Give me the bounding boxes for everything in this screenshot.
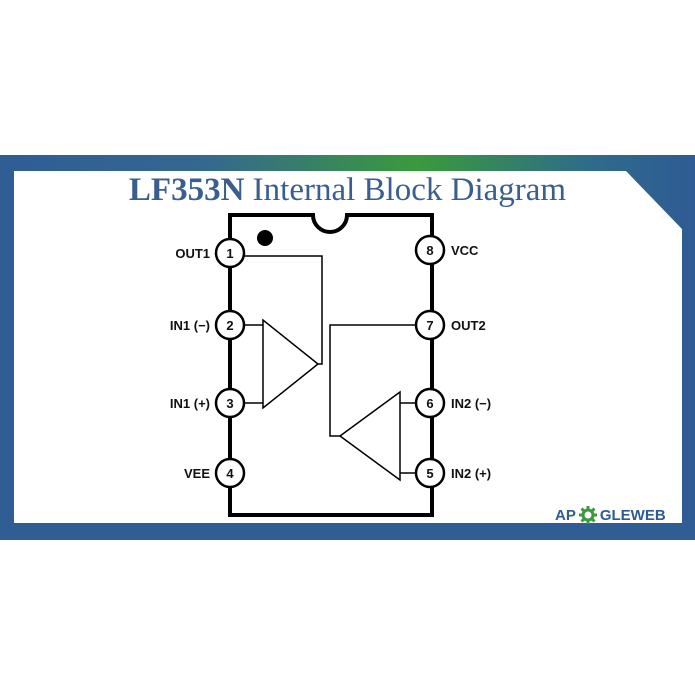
pin-8-circle — [414, 234, 446, 266]
opamp1 — [262, 318, 320, 410]
pin-5-circle — [414, 457, 446, 489]
pin-8-number: 8 — [426, 243, 433, 258]
opamp2-wires — [329, 324, 416, 474]
pin-4-label: VEE — [184, 466, 210, 481]
pin1-dot — [257, 230, 273, 246]
pin-3-circle — [214, 387, 246, 419]
pin-7-circle — [414, 309, 446, 341]
chip-body — [228, 213, 434, 517]
pin-1-label: OUT1 — [175, 246, 210, 261]
opamp1-wires — [244, 255, 323, 404]
pin-1-circle — [214, 237, 246, 269]
pin-4-number: 4 — [226, 466, 234, 481]
pin-7-label: OUT2 — [451, 318, 486, 333]
pin-7-number: 7 — [426, 318, 433, 333]
page-title: LF353N Internal Block Diagram — [0, 172, 695, 209]
pin-5-label: IN2 (+) — [451, 466, 491, 481]
pin-3-label: IN1 (+) — [170, 396, 210, 411]
pin-2-number: 2 — [226, 318, 233, 333]
pin-3-number: 3 — [226, 396, 233, 411]
pin-6-number: 6 — [426, 396, 433, 411]
content-panel — [14, 171, 682, 523]
apogeeweb-logo: AP GLEWEB — [555, 506, 666, 524]
pin-2-label: IN1 (−) — [170, 318, 210, 333]
pin-4-circle — [214, 457, 246, 489]
logo-text-left: AP — [555, 506, 576, 524]
pin-6-label: IN2 (−) — [451, 396, 491, 411]
logo-text-right: GLEWEB — [599, 506, 666, 524]
opamp2 — [338, 390, 401, 482]
pin-5-number: 5 — [426, 466, 433, 481]
title-part: LF353N — [128, 172, 245, 208]
gear-icon — [578, 506, 597, 524]
pin-1-number: 1 — [226, 246, 233, 261]
pin-6-circle — [414, 387, 446, 419]
pin-8-label: VCC — [451, 243, 479, 258]
pin-2-circle — [214, 309, 246, 341]
title-rest: Internal Block Diagram — [252, 172, 567, 208]
